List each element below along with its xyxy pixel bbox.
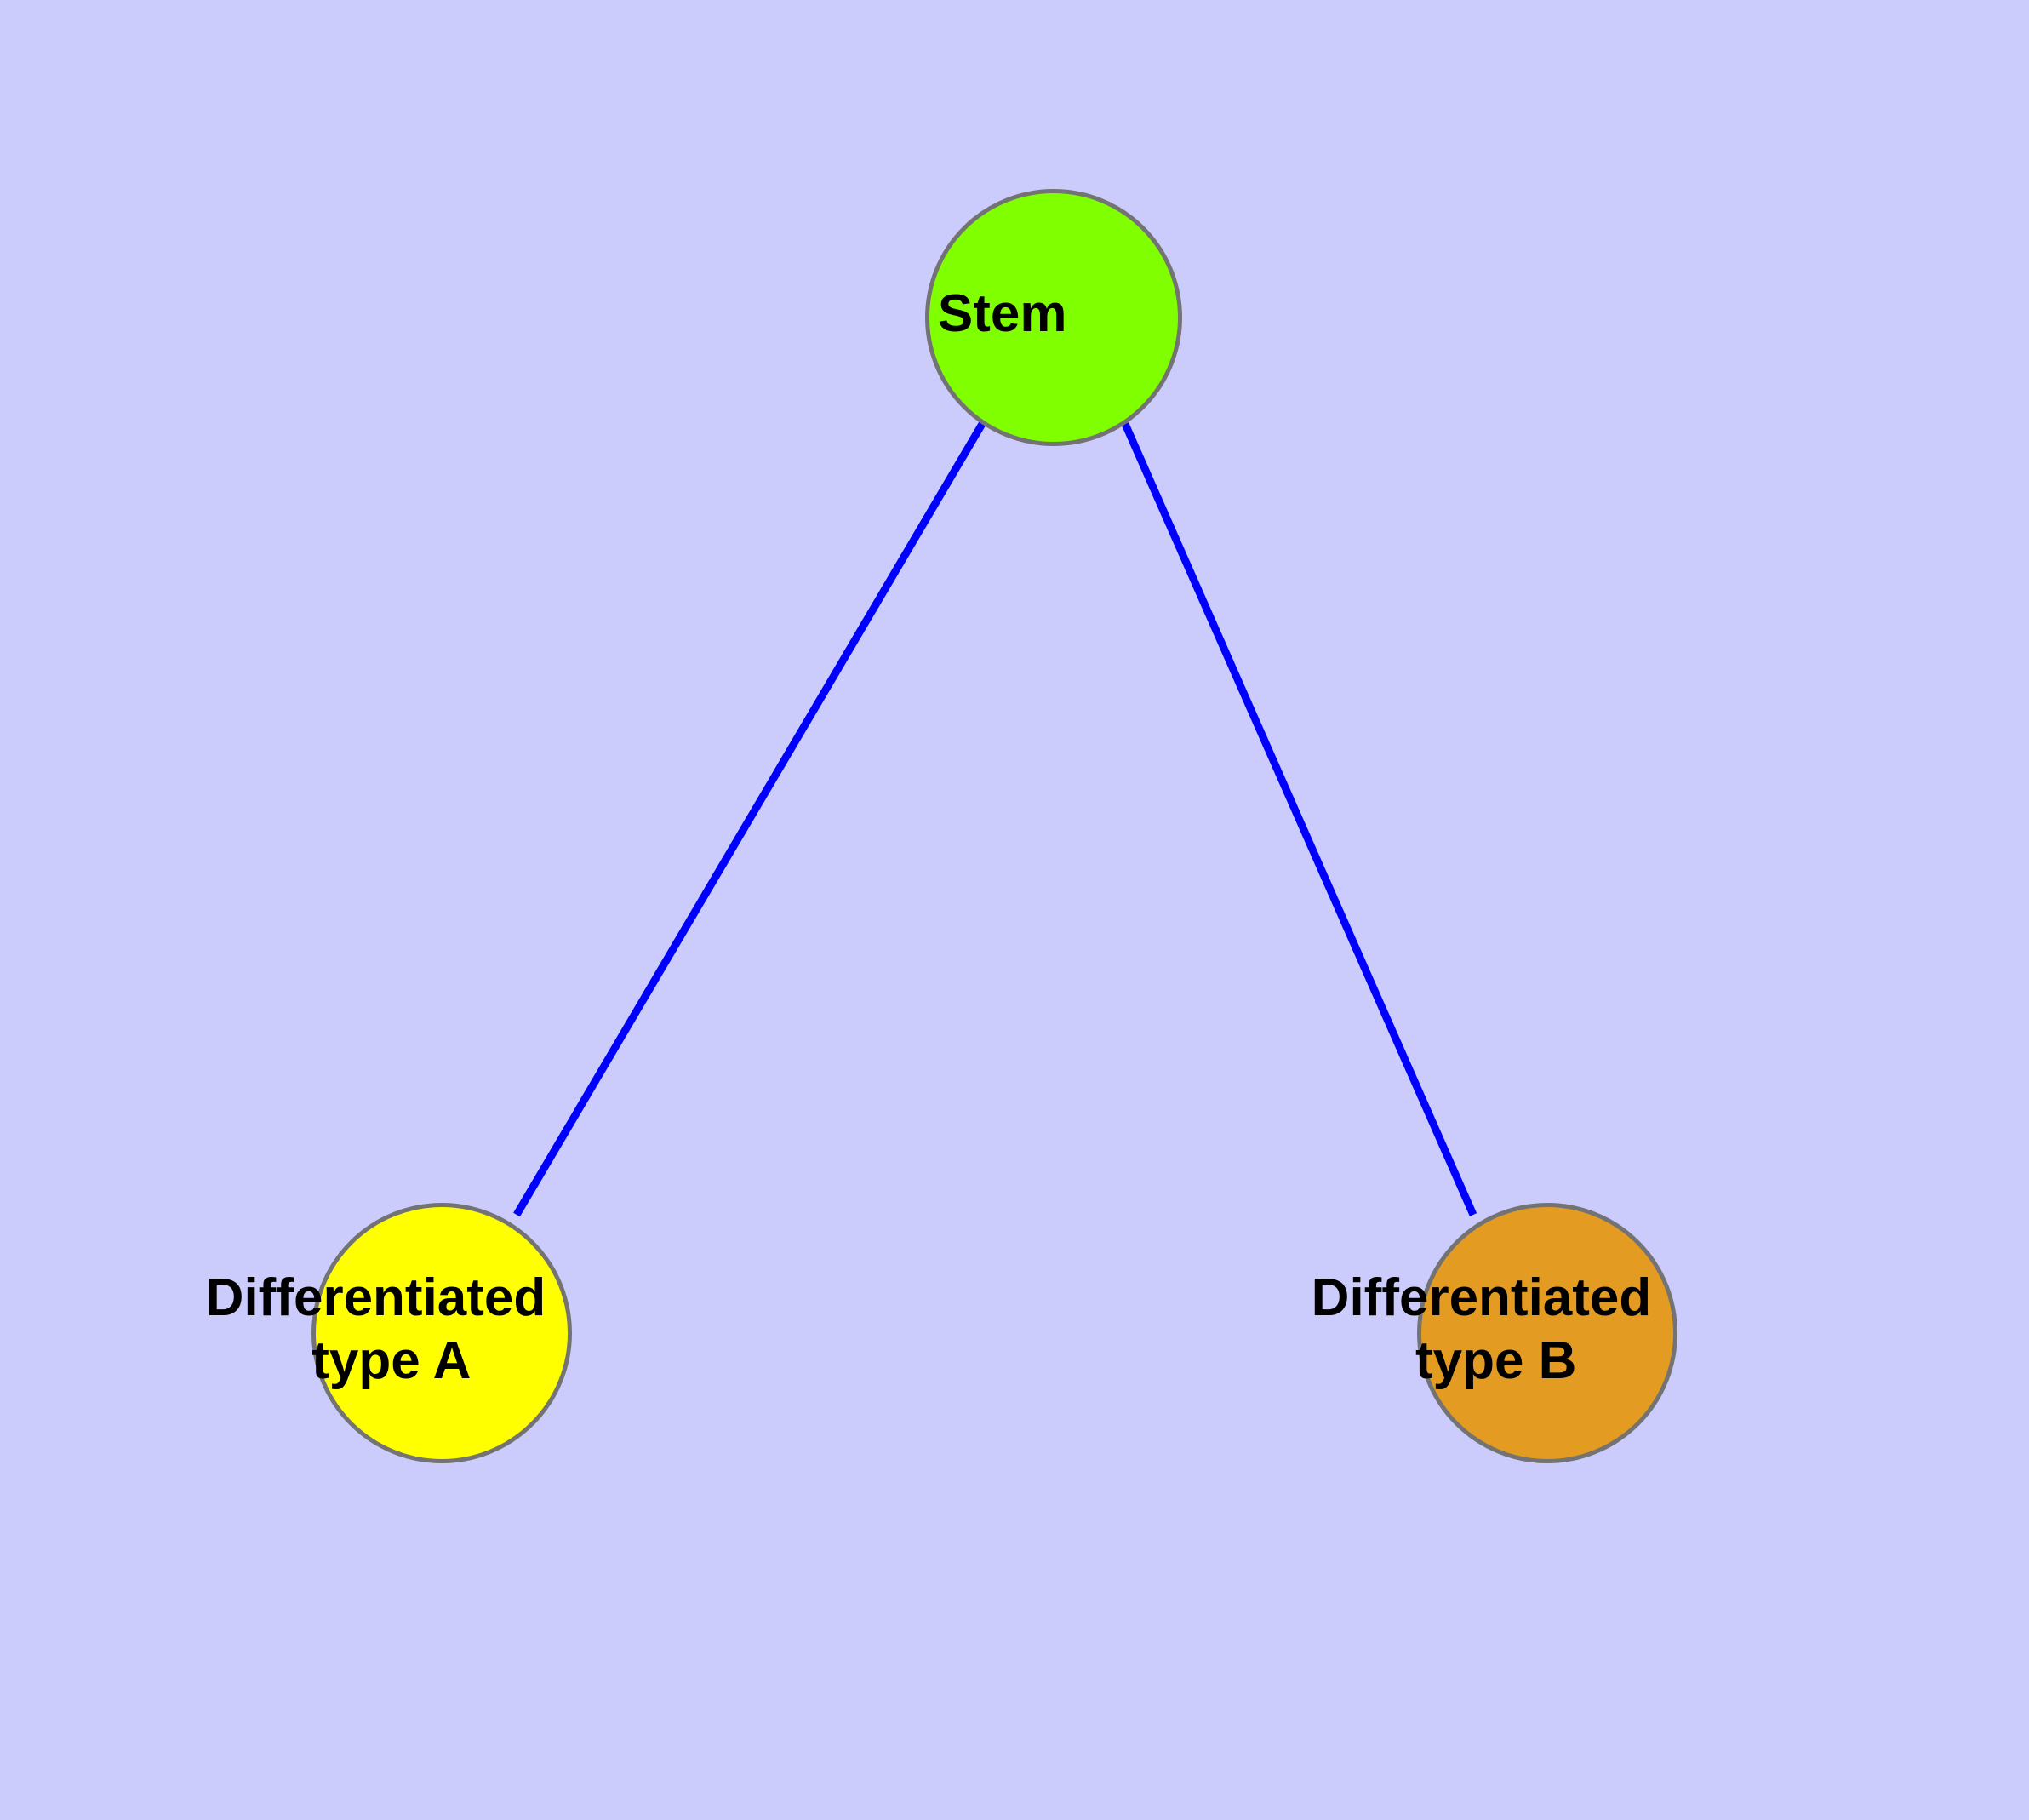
node-differentiated-type-b-circle[interactable] bbox=[1417, 1203, 1677, 1463]
node-differentiated-type-b-label-line-2: type B bbox=[1415, 1331, 1576, 1390]
edges-layer bbox=[513, 421, 1477, 1217]
node-differentiated-type-a-circle[interactable] bbox=[311, 1203, 572, 1463]
node-differentiated-type-b-label: Differentiated type B bbox=[1312, 1268, 1784, 1390]
node-stem-label-line-1: Stem bbox=[938, 284, 1067, 343]
node-differentiated-type-a-label: Differentiated type A bbox=[206, 1268, 678, 1390]
edge-stem-to-differentiated-type-a[interactable] bbox=[513, 421, 986, 1217]
nodes-layer bbox=[311, 189, 1677, 1463]
node-stem-label: Stem bbox=[938, 284, 1169, 343]
labels-layer: Stem Differentiated type A Differentiate… bbox=[206, 284, 1784, 1390]
node-differentiated-type-b-label-line-1: Differentiated bbox=[1312, 1268, 1652, 1327]
node-differentiated-type-a-label-line-2: type A bbox=[311, 1331, 470, 1390]
edge-stem-to-differentiated-type-b[interactable] bbox=[1121, 422, 1477, 1216]
node-stem-circle[interactable] bbox=[925, 189, 1182, 446]
node-differentiated-type-a-label-line-1: Differentiated bbox=[206, 1268, 546, 1327]
